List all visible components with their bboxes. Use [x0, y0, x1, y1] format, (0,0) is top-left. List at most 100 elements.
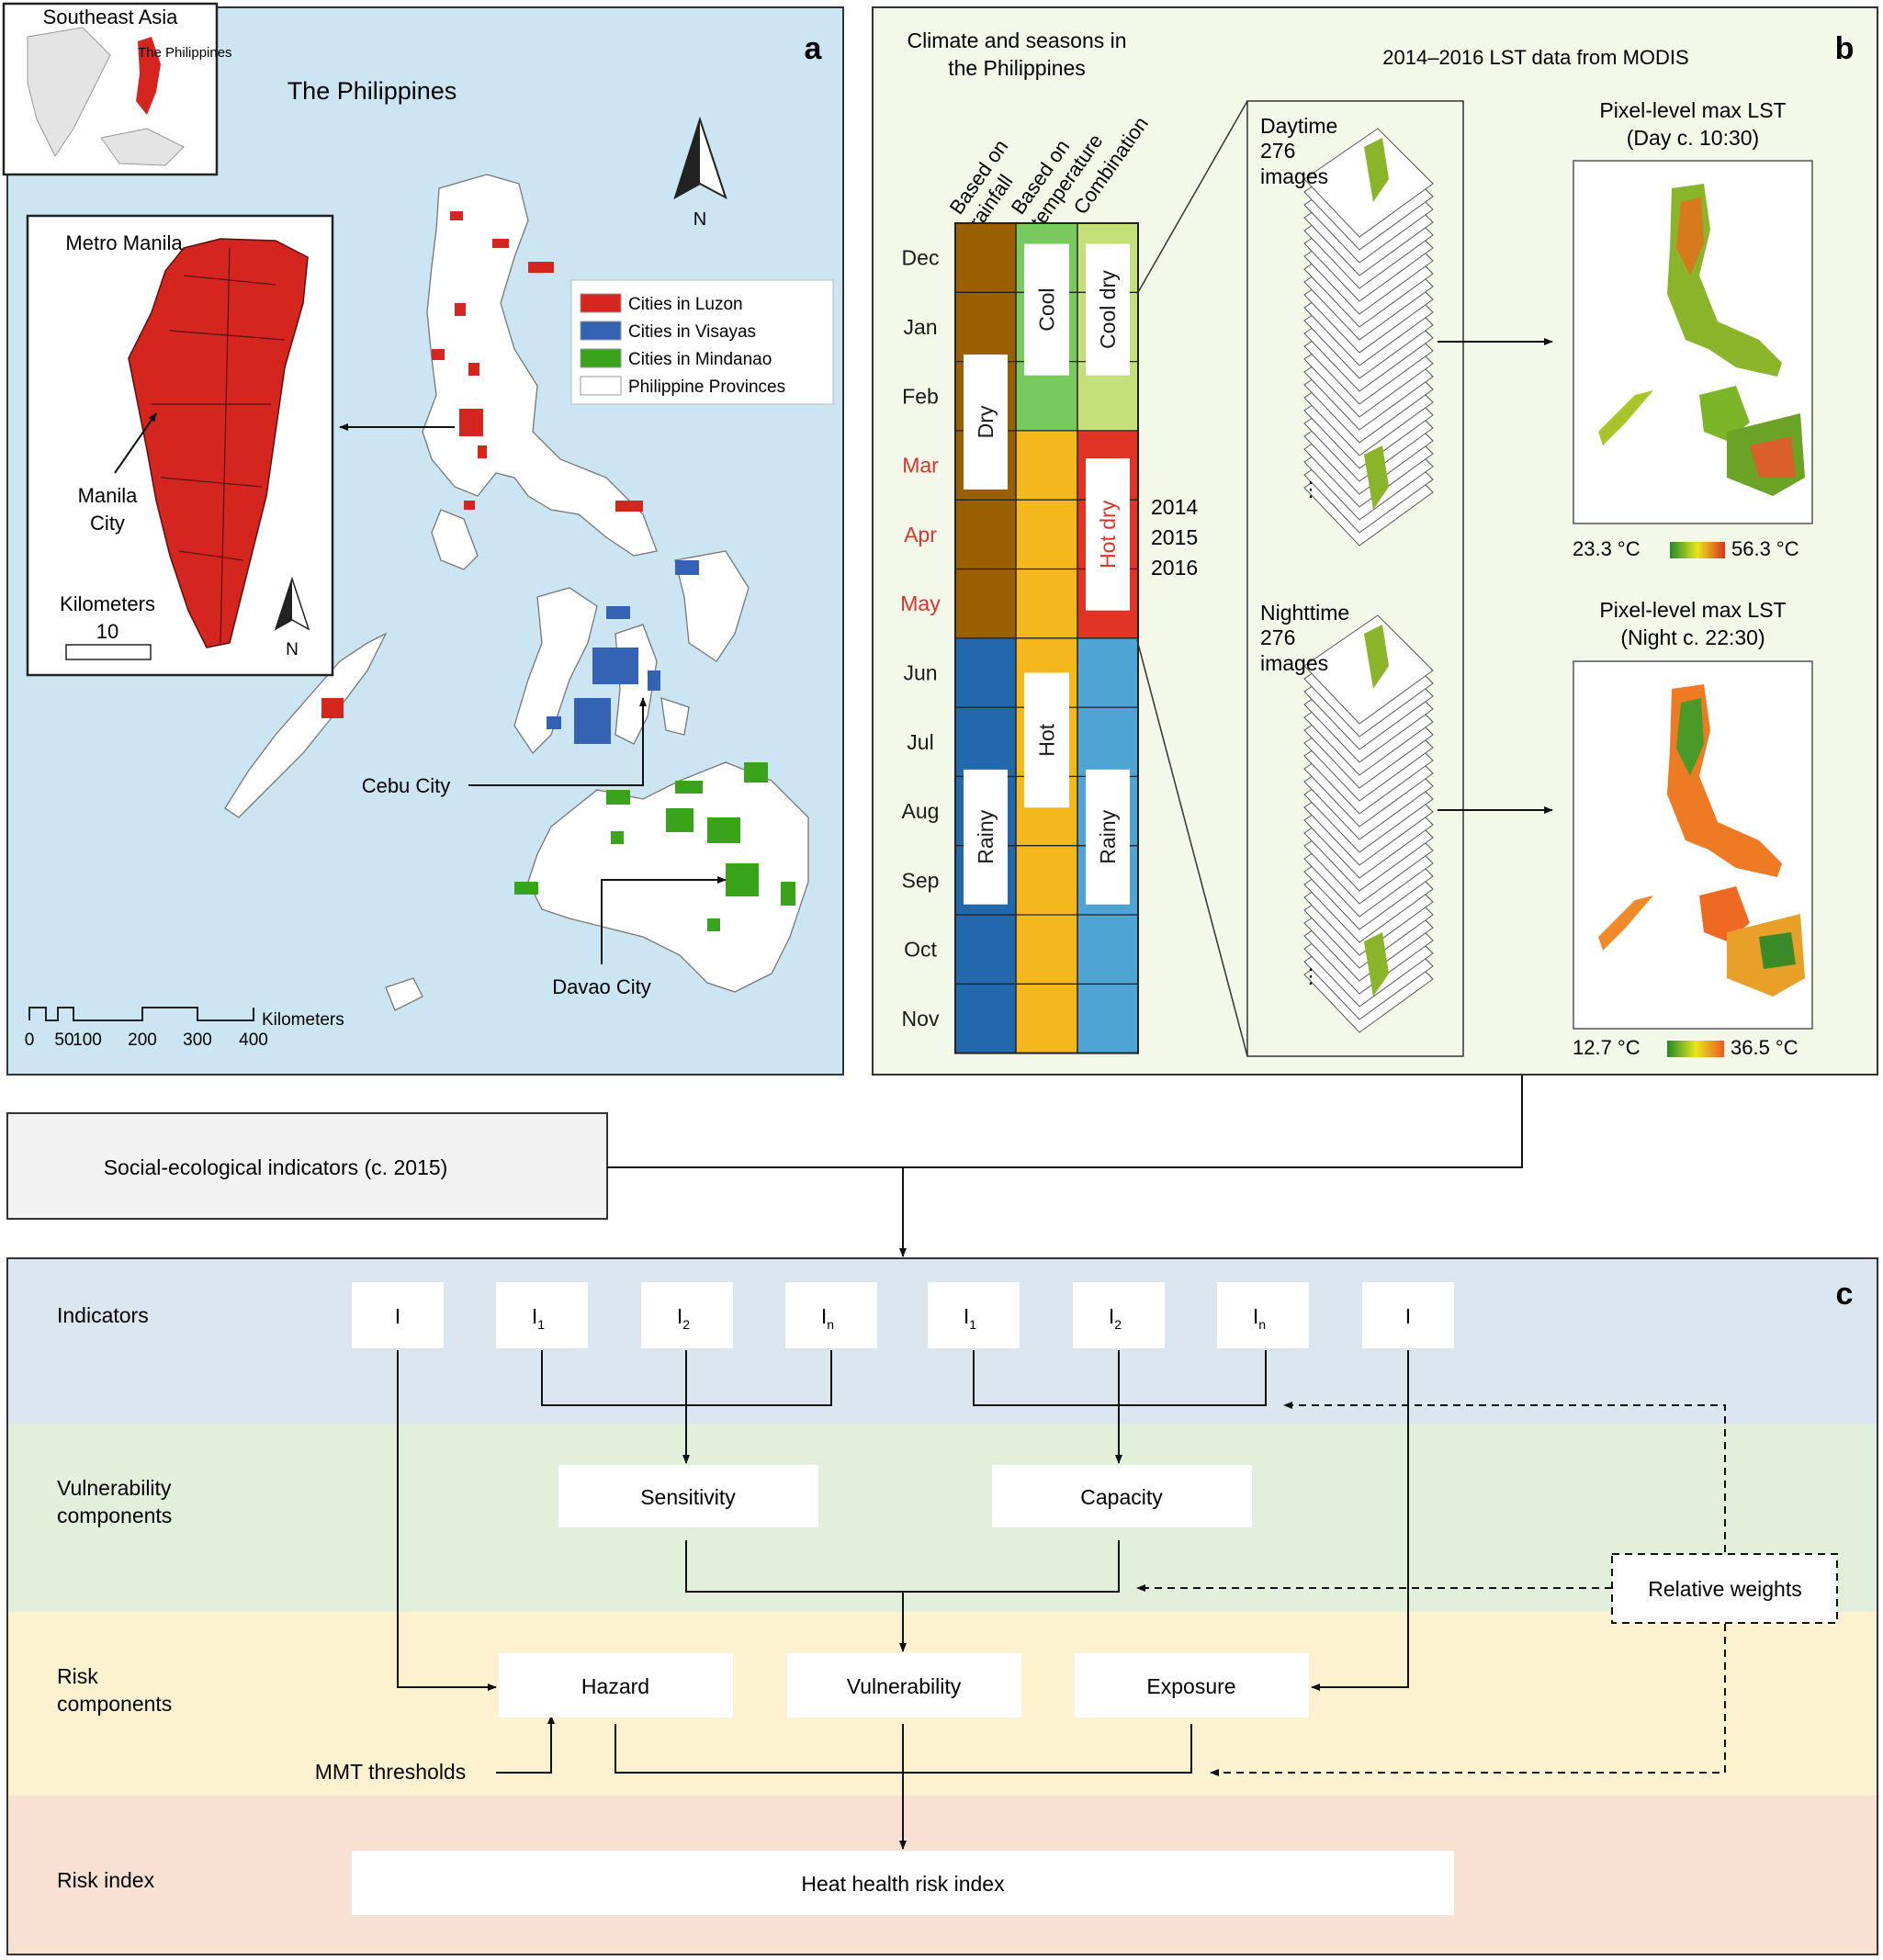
panel-b-letter: b: [1835, 31, 1855, 66]
hazard-box: [499, 1653, 733, 1718]
city-patch: [514, 882, 538, 895]
palawan-shape: [224, 632, 388, 818]
night-map-title-1: Pixel-level max LST: [1599, 598, 1786, 622]
month-label: Nov: [902, 1007, 940, 1031]
month-label: Oct: [904, 938, 937, 962]
panel-c: IndicatorsVulnerabilitycomponentsRiskcom…: [6, 1257, 1878, 1955]
season-label-box: [964, 355, 1008, 490]
month-label: Mar: [902, 454, 939, 478]
season-label-box: [1024, 672, 1069, 808]
sensitivity-box: [558, 1465, 818, 1527]
indicator-subscript: 2: [1114, 1317, 1122, 1332]
lst-to-indicators-arrow: [899, 1076, 1523, 1257]
city-patch: [707, 918, 720, 931]
night-lst-map: [1598, 684, 1805, 997]
row-label: Risk index: [57, 1868, 155, 1892]
indicator-subscript: n: [1258, 1317, 1266, 1332]
day-map-title-1: Pixel-level max LST: [1599, 98, 1786, 122]
inset-label: The Philippines: [138, 45, 232, 61]
day-stack-label-3: images: [1260, 164, 1328, 188]
luzon-cities: [321, 211, 643, 718]
panel-a-letter: a: [805, 31, 823, 66]
manila-scale-value: 10: [96, 620, 118, 643]
city-patch: [592, 648, 638, 684]
north-label: N: [693, 209, 706, 230]
indicator-main: I: [395, 1304, 400, 1328]
city-patch: [321, 698, 344, 718]
legend-label: Cities in Luzon: [628, 295, 743, 314]
mindoro-shape: [431, 509, 479, 570]
indicator-label: In: [821, 1304, 834, 1332]
season-label-box: [1086, 243, 1130, 376]
stack-frame: [1246, 100, 1464, 1057]
city-patch: [606, 606, 630, 619]
night-map-title-2: (Night c. 22:30): [1620, 625, 1765, 649]
city-patch: [675, 781, 703, 794]
season-table-border: [954, 222, 1139, 1054]
season-label: Hot dry: [1096, 500, 1120, 569]
stack-thumbnail-map: [1364, 445, 1389, 510]
season-label-box: [1024, 243, 1069, 376]
luzon-shape: [422, 174, 658, 557]
row-label-line-2: components: [57, 1692, 172, 1716]
manila-north-arrow-icon: N: [274, 576, 310, 659]
night-stack-label-3: images: [1260, 651, 1328, 675]
manila-city-arrow: [114, 412, 157, 474]
season-label: Dry: [974, 405, 998, 438]
visayas-cities: [547, 560, 699, 744]
day-max-label: 56.3 °C: [1731, 537, 1799, 560]
city-patch: [450, 211, 463, 220]
city-patch: [615, 501, 643, 512]
night-min-label: 12.7 °C: [1573, 1036, 1641, 1059]
exposure-box: [1075, 1653, 1309, 1718]
city-patch: [726, 863, 759, 896]
city-patch: [459, 409, 483, 436]
projection-line: [1136, 100, 1248, 295]
indicator-label: I: [395, 1304, 400, 1328]
indicator-box: [496, 1282, 588, 1348]
scale-tick-label: 200: [128, 1031, 157, 1050]
season-label-box: [964, 769, 1008, 905]
scale-tick-label: 50: [54, 1031, 73, 1050]
sulu-shape: [385, 977, 423, 1011]
indicator-main: I: [1405, 1304, 1411, 1328]
sensitivity-label: Sensitivity: [640, 1485, 736, 1509]
day-min-label: 23.3 °C: [1573, 537, 1641, 560]
year-label: 2016: [1151, 556, 1198, 580]
year-label: 2014: [1151, 495, 1198, 519]
scale-tick-label: 0: [25, 1031, 35, 1050]
davao-callout-line: [601, 876, 727, 964]
cebu-callout-line: [468, 697, 647, 786]
night-stack-label-1: Nighttime: [1260, 601, 1349, 625]
indicator-box: [352, 1282, 444, 1348]
image-sheet: [1303, 614, 1434, 725]
north-arrow-icon: N: [673, 116, 727, 230]
city-patch: [574, 698, 611, 744]
city-patch: [455, 303, 466, 316]
month-label: Jan: [903, 315, 937, 339]
indicator-main: I: [1253, 1304, 1258, 1328]
indicator-box: [928, 1282, 1020, 1348]
indicator-label: In: [1253, 1304, 1266, 1332]
month-label: Dec: [902, 246, 940, 270]
scale-tick-label: 300: [183, 1031, 212, 1050]
city-patch: [528, 262, 554, 273]
city-patch: [781, 882, 795, 906]
day-lst-map: [1598, 184, 1805, 496]
metro-manila-shape: [128, 238, 309, 648]
month-label: Apr: [904, 523, 937, 546]
city-patch: [468, 363, 479, 376]
season-label: Rainy: [974, 809, 998, 863]
bohol-shape: [660, 697, 690, 736]
inset-mainland: [27, 27, 111, 157]
capacity-label: Capacity: [1080, 1485, 1163, 1509]
lst-title: 2014–2016 LST data from MODIS: [1382, 46, 1688, 69]
city-patch: [547, 716, 561, 729]
city-patch: [666, 808, 693, 832]
indicator-box: [641, 1282, 733, 1348]
stack-thumbnail-map: [1364, 932, 1389, 997]
city-patch: [606, 790, 630, 805]
mmt-to-hazard-arrow: [496, 1715, 555, 1774]
